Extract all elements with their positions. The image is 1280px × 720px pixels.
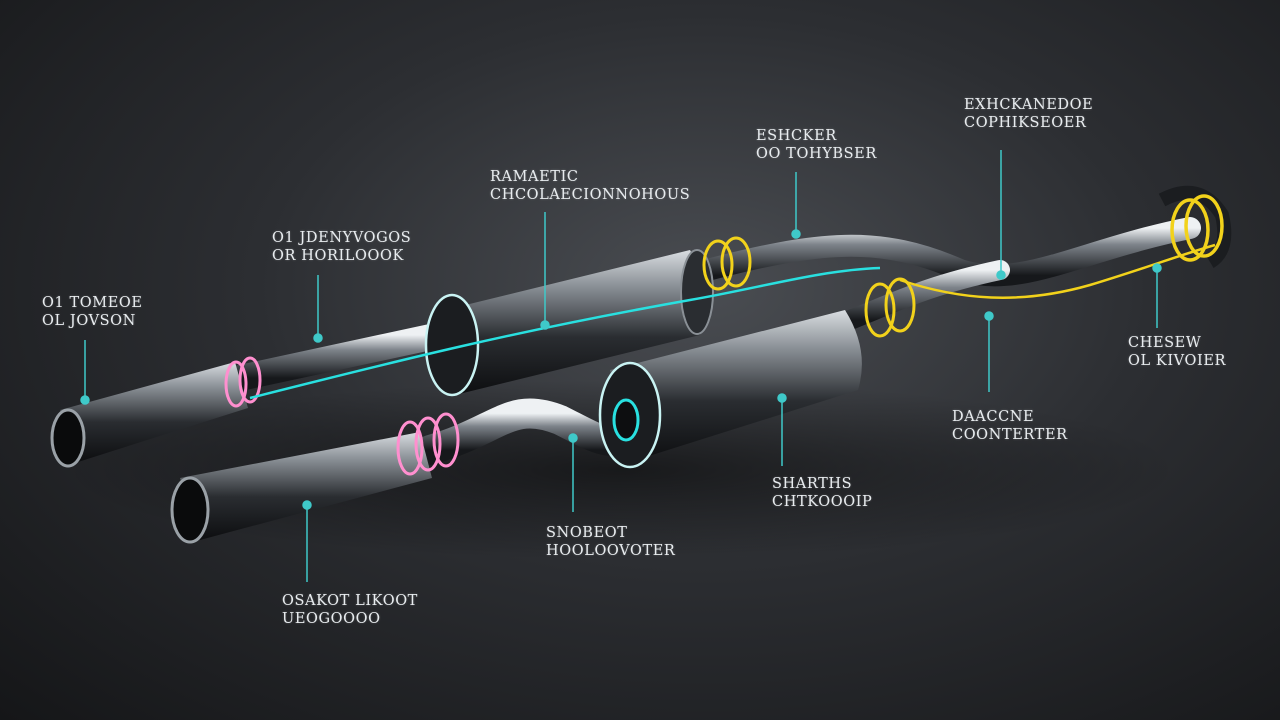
leader-lines <box>80 150 1162 582</box>
lower-exhaust-line <box>170 260 1010 544</box>
lower-tip-opening <box>170 476 210 544</box>
upper-mid-clamp <box>702 236 752 291</box>
upper-rear-pipe <box>689 217 1201 287</box>
upper-front-clamp <box>224 356 262 408</box>
callout-line: COPHIKSEOER <box>964 115 1087 131</box>
lower-rear-pipe <box>840 260 1010 330</box>
callout-line: CHCOLAECIONNOHOUS <box>490 187 691 203</box>
callout-line: O1 JDENYVOGOS <box>272 230 412 246</box>
callout-center-pipe: DAACCNE COONTERTER <box>952 408 1068 444</box>
floor-shadow <box>60 380 1180 560</box>
callout-lower-joint: SNOBEOT HOOLOOVOTER <box>546 524 675 560</box>
callout-line: EXHCKANEDOE <box>964 97 1094 113</box>
lower-rear-clamp <box>864 277 916 338</box>
callout-top-left-tip: O1 TOMEOE OL JOVSON <box>42 294 143 330</box>
callout-bottom-tip: OSAKOT LIKOOT UEOGOOOO <box>282 592 418 628</box>
yellow-sensor-wire <box>899 243 1216 299</box>
callout-right-pipe: CHESEW OL KIVOIER <box>1128 334 1226 370</box>
callout-line: OL KIVOIER <box>1128 353 1227 369</box>
callout-line: UEOGOOOO <box>282 611 381 627</box>
upper-muffler-front-cap <box>424 293 480 397</box>
upper-end-clamp <box>1170 194 1224 262</box>
callout-line: CHESEW <box>1128 335 1202 351</box>
callout-rear-muffler: SHARTHS CHTKOOOIP <box>772 475 872 511</box>
lower-tailpipe-tip <box>180 432 432 540</box>
callout-front-muffler: RAMAETIC CHCOLAECIONNOHOUS <box>490 168 690 204</box>
callout-line: OR HORILOOOK <box>272 248 404 264</box>
lower-front-clamp <box>396 412 460 476</box>
upper-tip-opening <box>50 408 86 468</box>
callout-top-right: EXHCKANEDOE COPHIKSEOER <box>964 96 1093 132</box>
lower-muffler-inlet <box>612 398 640 442</box>
callout-line: OSAKOT LIKOOT <box>282 593 418 609</box>
callout-line: CHTKOOOIP <box>772 494 873 510</box>
callout-line: COONTERTER <box>952 427 1068 443</box>
upper-tailpipe-tip <box>60 362 248 462</box>
callout-left-pipe: O1 JDENYVOGOS OR HORILOOOK <box>272 229 411 265</box>
callout-line: DAACCNE <box>952 409 1035 425</box>
callout-line: ESHCKER <box>756 128 837 144</box>
callout-line: SNOBEOT <box>546 525 628 541</box>
callout-line: HOOLOOVOTER <box>546 543 676 559</box>
callout-line: SHARTHS <box>772 476 853 492</box>
callout-line: RAMAETIC <box>490 169 579 185</box>
callout-line: OO TOHYBSER <box>756 146 877 162</box>
cyan-sensor-wire <box>249 266 881 400</box>
upper-muffler-rear-cap <box>680 249 714 335</box>
lower-muffler-body <box>610 310 862 462</box>
upper-front-pipe <box>227 322 453 391</box>
callout-upper-bend: ESHCKER OO TOHYBSER <box>756 127 877 163</box>
callout-line: OL JOVSON <box>42 313 136 329</box>
callout-line: O1 TOMEOE <box>42 295 143 311</box>
